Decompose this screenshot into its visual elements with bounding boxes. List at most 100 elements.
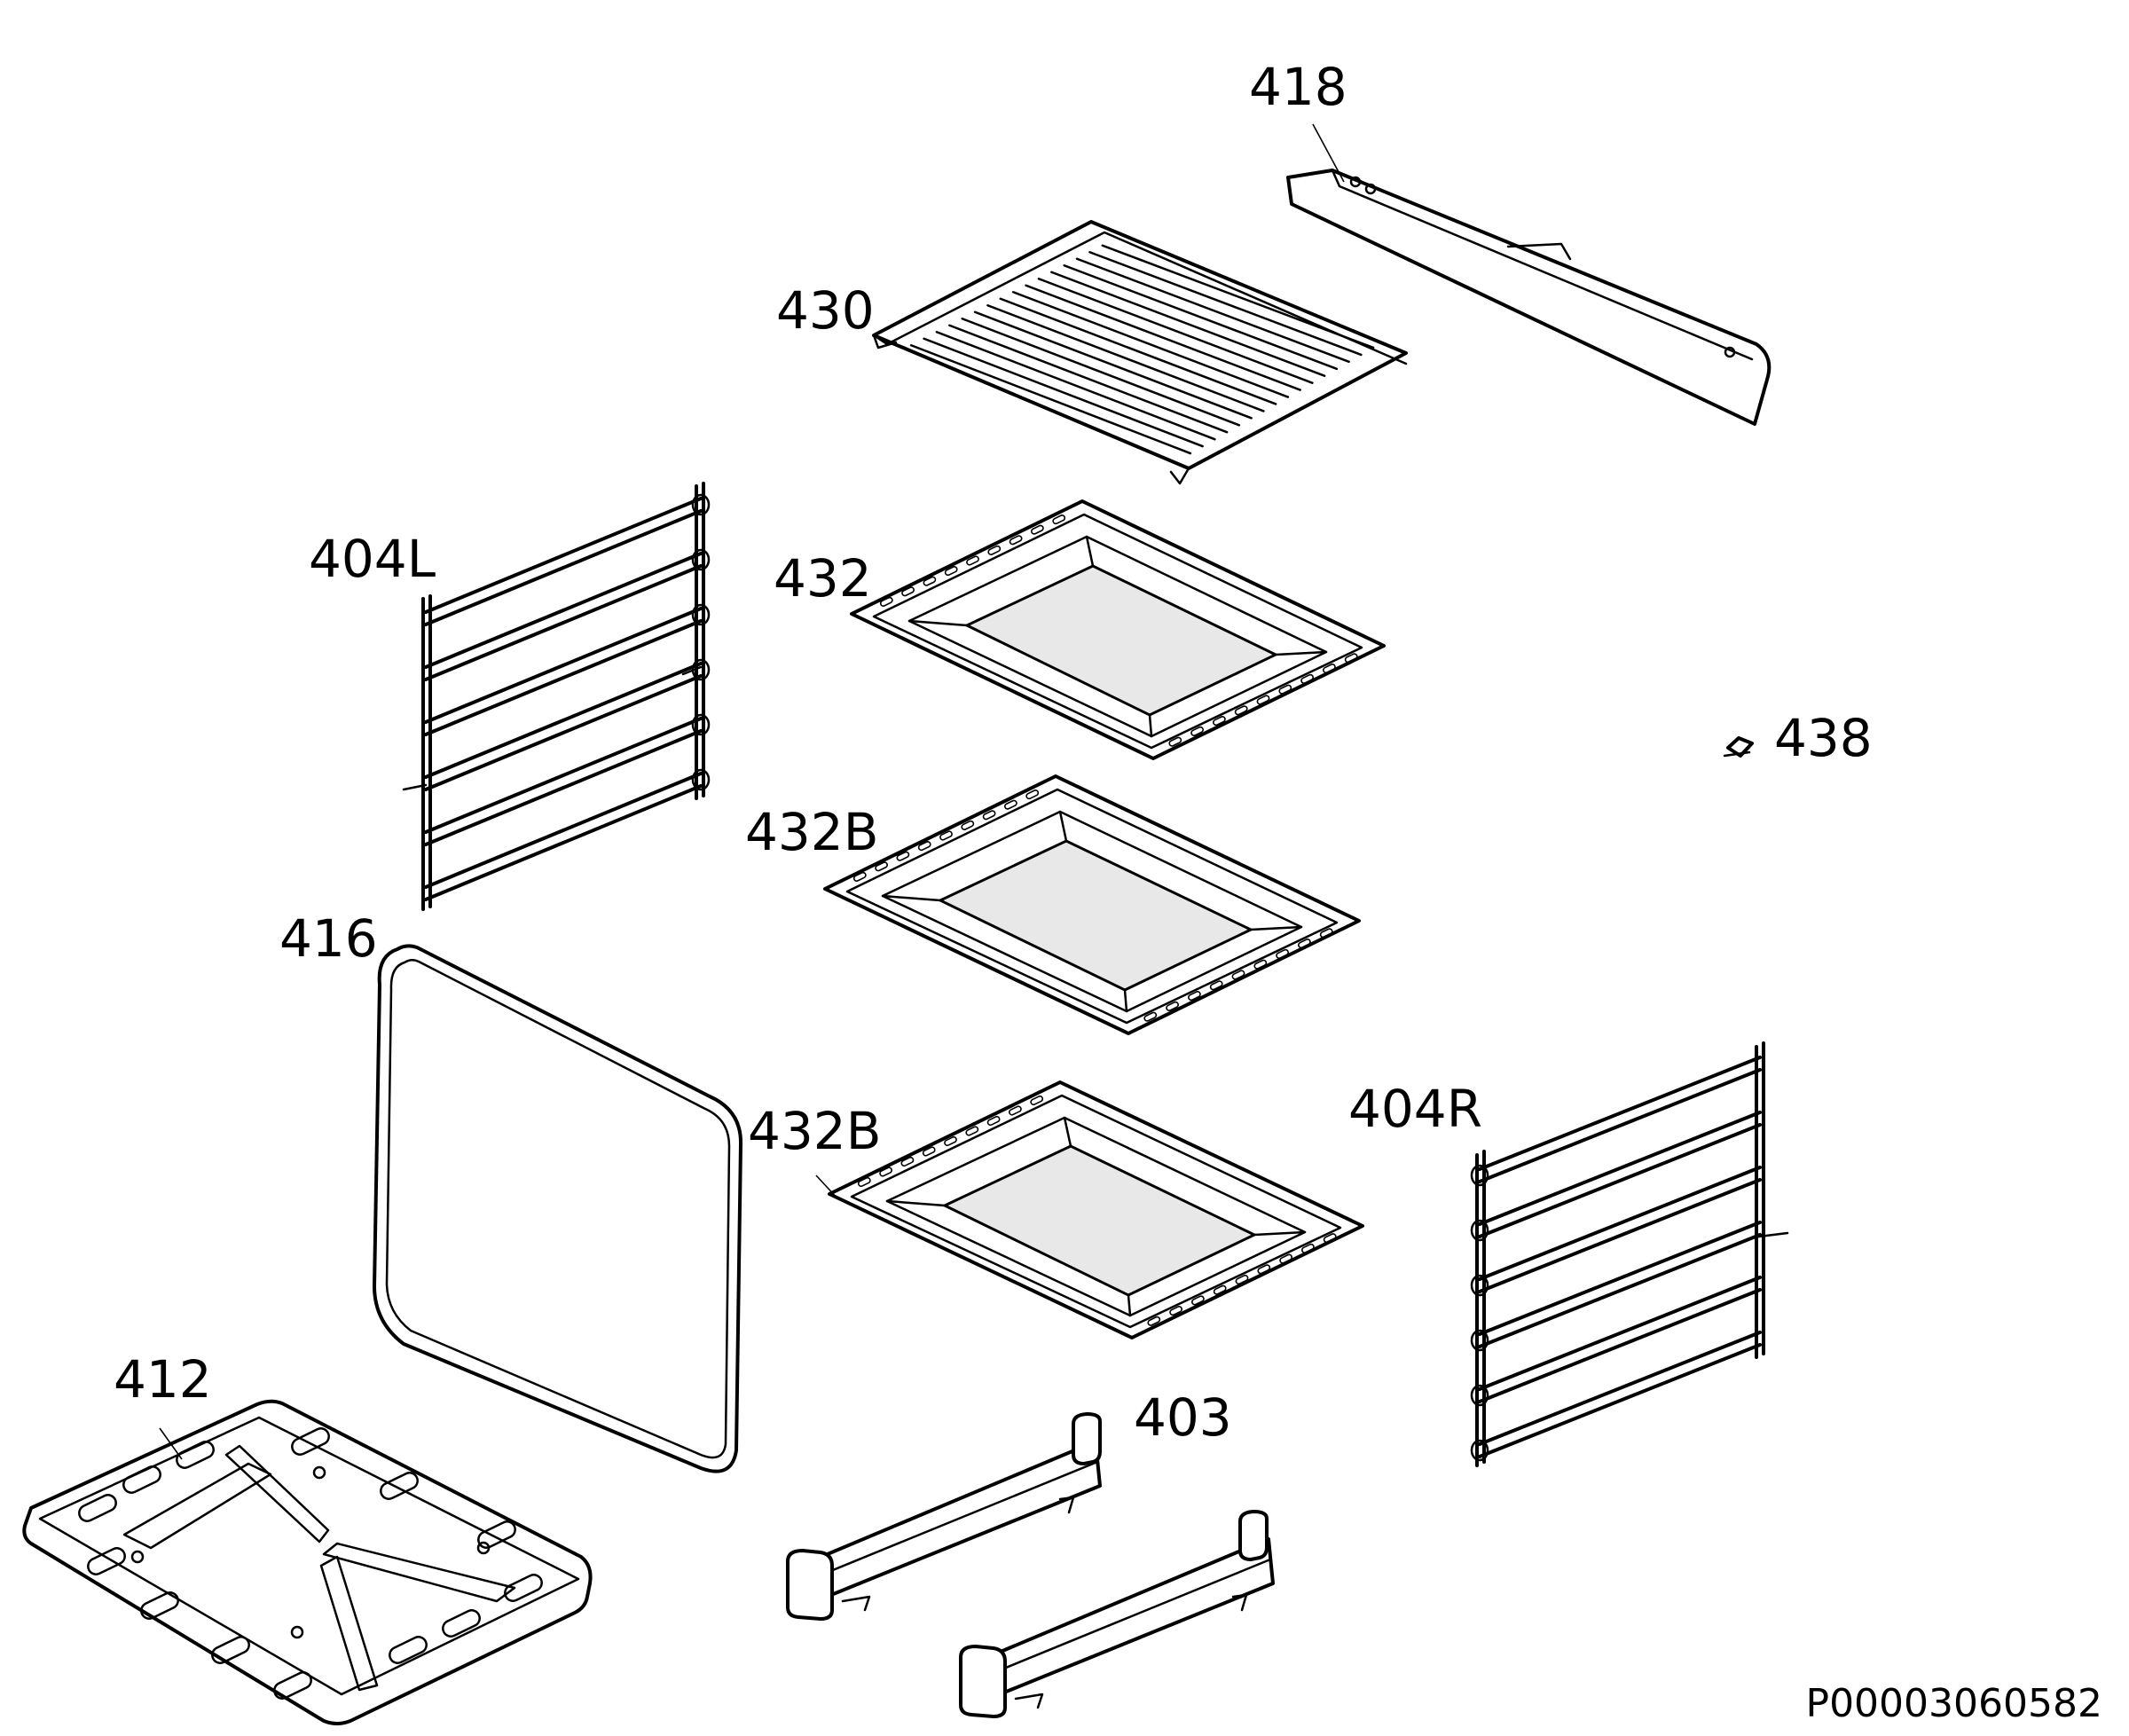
label-430: 430 bbox=[776, 280, 875, 341]
tray-rim-hole bbox=[1213, 1284, 1227, 1295]
tray-rim-hole bbox=[1025, 789, 1040, 800]
tray-rim-hole bbox=[961, 820, 975, 830]
base-slot bbox=[122, 1465, 161, 1494]
part-404R-shelf-support bbox=[1470, 1041, 1789, 1467]
label-438: 438 bbox=[1774, 708, 1873, 768]
shelf-rail bbox=[424, 564, 703, 681]
shelf-wire bbox=[973, 310, 1253, 420]
part-432B-upper-tray bbox=[823, 774, 1361, 1035]
shelf-wire bbox=[1037, 278, 1314, 384]
label-432B-lower: 432B bbox=[748, 1101, 882, 1161]
tray-rim-hole bbox=[1344, 653, 1358, 664]
base-slot bbox=[504, 1574, 543, 1602]
base-slot bbox=[291, 1427, 330, 1456]
shelf-rail bbox=[424, 497, 703, 614]
tray-rim-hole bbox=[944, 1135, 957, 1147]
label-404R: 404R bbox=[1348, 1079, 1482, 1139]
tray-rim-hole bbox=[1031, 524, 1044, 535]
shelf-wire bbox=[923, 337, 1204, 448]
tray-rim-hole bbox=[1301, 1243, 1315, 1253]
rail-end-loop bbox=[691, 603, 711, 626]
tray-rim-hole bbox=[1191, 1295, 1205, 1306]
tray-rim-hole bbox=[982, 810, 996, 821]
shelf-rail bbox=[424, 619, 703, 736]
shelf-rail bbox=[1478, 1276, 1762, 1391]
tray-rim-hole bbox=[1256, 695, 1270, 705]
label-403: 403 bbox=[1134, 1387, 1232, 1448]
rail-end-loop bbox=[1470, 1439, 1489, 1462]
tray-rim-hole bbox=[1323, 1233, 1337, 1244]
tray-rim-hole bbox=[1253, 959, 1268, 970]
tray-rim-hole bbox=[879, 596, 893, 607]
tray-rim-hole bbox=[1147, 1316, 1161, 1326]
part-416-seal-frame bbox=[373, 944, 743, 1473]
tray-rim-hole bbox=[917, 841, 931, 852]
label-412: 412 bbox=[114, 1349, 212, 1410]
shelf-wire bbox=[999, 297, 1277, 405]
tray-rim-hole bbox=[1052, 515, 1066, 525]
base-slot bbox=[140, 1591, 179, 1620]
rail-end-loop bbox=[691, 548, 711, 571]
tray-rim-hole bbox=[1279, 1253, 1292, 1264]
label-404L: 404L bbox=[309, 529, 436, 589]
tray-rim-hole bbox=[1209, 980, 1223, 991]
base-slot bbox=[87, 1547, 126, 1575]
shelf-wire bbox=[948, 324, 1229, 434]
label-418: 418 bbox=[1249, 57, 1347, 117]
shelf-rail bbox=[424, 717, 703, 834]
base-slot bbox=[211, 1636, 250, 1664]
part-432-tray bbox=[850, 499, 1386, 760]
tray-rim-hole bbox=[1009, 1105, 1022, 1116]
shelf-rail bbox=[1478, 1331, 1762, 1446]
tray-rim-hole bbox=[1235, 1274, 1249, 1285]
shelf-rail bbox=[1478, 1233, 1762, 1348]
shelf-rail bbox=[1478, 1288, 1762, 1403]
label-432: 432 bbox=[774, 548, 872, 609]
leader-412 bbox=[159, 1427, 183, 1460]
leader-418 bbox=[1312, 123, 1345, 183]
part-403-runner-rear bbox=[959, 1510, 1275, 1718]
reference-code: P00003060582 bbox=[1806, 1681, 2102, 1726]
base-slot bbox=[273, 1671, 312, 1700]
shelf-rail bbox=[1478, 1068, 1762, 1183]
tray-rim-hole bbox=[986, 1115, 1001, 1127]
rail-end-loop bbox=[691, 713, 711, 736]
shelf-rail bbox=[1478, 1178, 1762, 1293]
tray-rim-hole bbox=[944, 566, 958, 577]
tray-rim-hole bbox=[922, 1146, 936, 1157]
tray-rim-hole bbox=[1278, 684, 1292, 695]
tray-rim-hole bbox=[1323, 664, 1336, 674]
shelf-rail bbox=[1478, 1111, 1762, 1226]
part-418-deflector bbox=[1286, 169, 1772, 426]
part-430-wire-shelf bbox=[872, 220, 1408, 485]
shelf-rail bbox=[1478, 1123, 1762, 1238]
shelf-rail bbox=[424, 509, 703, 626]
tray-rim-hole bbox=[1168, 736, 1182, 747]
tray-rim-hole bbox=[896, 851, 910, 861]
tray-rim-hole bbox=[1300, 673, 1314, 684]
tray-rim-hole bbox=[1030, 1095, 1044, 1106]
tray-rim-hole bbox=[1188, 991, 1201, 1002]
shelf-wire bbox=[1075, 257, 1350, 364]
rail-end-loop bbox=[1470, 1164, 1489, 1187]
shelf-rail bbox=[1478, 1343, 1762, 1458]
tray-rim-hole bbox=[1009, 535, 1023, 546]
shelf-rail bbox=[424, 784, 703, 901]
base-slot bbox=[442, 1609, 481, 1638]
shelf-wire bbox=[1011, 291, 1290, 398]
rail-end-loop bbox=[1470, 1219, 1489, 1242]
tray-rim-hole bbox=[900, 1156, 915, 1167]
tray-rim-hole bbox=[1166, 1001, 1179, 1011]
part-438-clip bbox=[1723, 736, 1754, 758]
shelf-rail bbox=[1478, 1221, 1762, 1336]
tray-rim-hole bbox=[901, 586, 915, 597]
part-412-base-plate bbox=[22, 1399, 593, 1725]
tray-rim-hole bbox=[1298, 939, 1311, 949]
shelf-rail bbox=[424, 662, 703, 779]
shelf-wire bbox=[909, 344, 1192, 455]
leader-432B-lower bbox=[815, 1174, 839, 1200]
rail-end-loop bbox=[1470, 1329, 1489, 1352]
part-403-runner-front bbox=[786, 1412, 1102, 1621]
part-404L-shelf-support bbox=[402, 482, 711, 911]
